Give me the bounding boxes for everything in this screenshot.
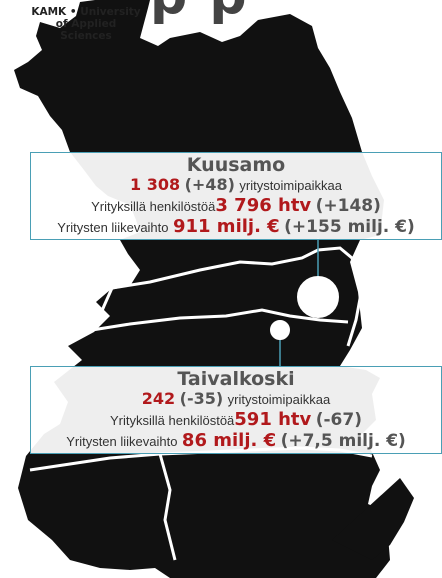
kuusamo-stats-box: Kuusamo 1 308 (+48) yritystoimipaikkaa Y… xyxy=(30,152,442,240)
taivalkoski-staff-line: Yrityksillä henkilöstöä591 htv (-67) xyxy=(31,410,441,431)
municipality-border-north xyxy=(111,246,353,290)
municipality-border-middle xyxy=(91,308,349,332)
kuusamo-turnover-label: Yritysten liikevaihto xyxy=(57,220,169,235)
taivalkoski-title: Taivalkoski xyxy=(177,368,295,390)
kuusamo-workplaces-label: yritystoimipaikkaa xyxy=(239,178,342,193)
logo-line-2: of Applied Sciences xyxy=(55,18,117,42)
region-silhouette xyxy=(14,0,402,578)
region-silhouette-lobe xyxy=(332,478,414,560)
taivalkoski-turnover-line: Yritysten liikevaihto 86 milj. € (+7,5 m… xyxy=(31,431,441,452)
taivalkoski-turnover-change: (+7,5 milj. €) xyxy=(280,431,406,451)
municipality-border-east xyxy=(346,257,364,347)
kuusamo-workplaces-value: 1 308 xyxy=(130,175,181,194)
kuusamo-staff-value: 3 796 htv xyxy=(215,195,312,216)
kuusamo-staff-label: Yrityksillä henkilöstöä xyxy=(91,199,216,214)
taivalkoski-staff-value: 591 htv xyxy=(234,409,312,430)
page-title-fragment: p p xyxy=(150,0,249,26)
taivalkoski-staff-label: Yrityksillä henkilöstöä xyxy=(110,413,235,428)
taivalkoski-workplaces-line: 242 (-35) yritystoimipaikkaa xyxy=(31,389,441,410)
taivalkoski-turnover-label: Yritysten liikevaihto xyxy=(66,434,178,449)
kuusamo-title: Kuusamo xyxy=(186,154,286,176)
location-marker-kuusamo xyxy=(297,276,339,318)
municipality-border-west xyxy=(92,287,114,331)
kamk-logo: KAMK • University of Applied Sciences xyxy=(30,6,142,42)
kuusamo-workplaces-change: (+48) xyxy=(184,175,235,194)
logo-line-1: KAMK • University xyxy=(31,6,141,18)
kuusamo-turnover-value: 911 milj. € xyxy=(172,216,280,237)
taivalkoski-staff-change: (-67) xyxy=(315,410,362,430)
taivalkoski-workplaces-value: 242 xyxy=(141,389,176,408)
kuusamo-workplaces-line: 1 308 (+48) yritystoimipaikkaa xyxy=(31,175,441,196)
taivalkoski-turnover-value: 86 milj. € xyxy=(181,430,277,451)
location-marker-taivalkoski xyxy=(270,320,290,340)
taivalkoski-workplaces-change: (-35) xyxy=(179,389,224,408)
municipality-border-south-2 xyxy=(158,453,177,561)
taivalkoski-workplaces-label: yritystoimipaikkaa xyxy=(227,392,331,407)
kuusamo-turnover-change: (+155 milj. €) xyxy=(284,217,415,237)
kuusamo-staff-change: (+148) xyxy=(315,196,381,216)
kuusamo-turnover-line: Yritysten liikevaihto 911 milj. € (+155 … xyxy=(31,217,441,238)
taivalkoski-stats-box: Taivalkoski 242 (-35) yritystoimipaikkaa… xyxy=(30,366,442,454)
kuusamo-staff-line: Yrityksillä henkilöstöä3 796 htv (+148) xyxy=(31,196,441,217)
